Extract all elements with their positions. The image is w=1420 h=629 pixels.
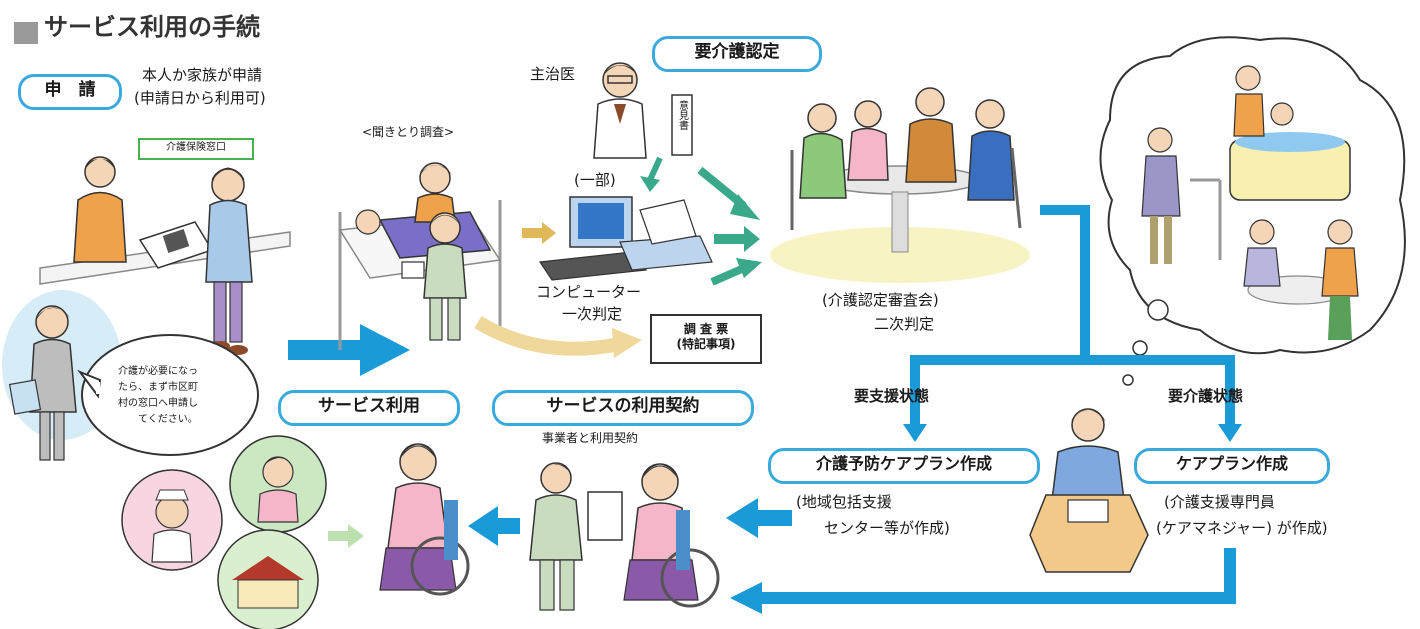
gold-arrows	[474, 222, 642, 358]
return-arrow	[730, 548, 1236, 614]
interview-bed-illustration	[338, 162, 502, 350]
application-note-line2: (申請日から利用可)	[134, 89, 266, 107]
arrow-to-service-use	[468, 506, 520, 546]
speech-line-1: 介護が必要になっ	[118, 366, 198, 377]
survey-form-line2: (特記事項)	[676, 337, 736, 351]
speech-line-2: たら、まず市区町	[118, 382, 198, 393]
care-manager-illustration	[1029, 408, 1149, 573]
opinion-doc-label: 意見書	[676, 100, 688, 130]
arrow-to-care-plan	[1218, 424, 1242, 442]
care-note-line2: (ケアマネジャー) が作成)	[1156, 519, 1328, 537]
arrow-to-contract	[726, 498, 792, 538]
step-application-label: 申 請	[18, 74, 122, 110]
application-counter-illustration	[39, 156, 291, 355]
arrow-to-interview	[288, 324, 410, 376]
contract-sub-label: 事業者と利用契約	[542, 431, 639, 445]
contract-label: サービスの利用契約	[492, 390, 754, 426]
committee-illustration	[770, 87, 1030, 283]
green-arrow-doctor-to-computer	[640, 156, 663, 192]
committee-label-line1: (介護認定審査会)	[822, 291, 939, 309]
prevention-note-line2: センター等が作成)	[824, 519, 950, 537]
care-plan-label: ケアプラン作成	[1134, 448, 1330, 484]
page-title: サービス利用の手続	[44, 13, 260, 41]
speech-line-3: 村の窓口へ申請し	[118, 398, 198, 409]
speech-bubble-shape	[81, 334, 259, 456]
service-thought-bubble	[1099, 36, 1406, 386]
computer-illustration	[538, 196, 713, 281]
computer-label-line2: 一次判定	[562, 305, 623, 323]
arrow-services-to-user	[328, 524, 364, 548]
partial-label: (一部)	[574, 171, 616, 189]
prevention-note-line1: (地域包括支援	[796, 493, 892, 511]
application-note-line1: 本人か家族が申請	[142, 66, 263, 84]
care-state-label: 要介護状態	[1168, 387, 1244, 405]
committee-label-line2: 二次判定	[874, 315, 935, 333]
counter-sign: 介護保険窓口	[138, 138, 254, 160]
interview-label: <聞きとり調査>	[362, 125, 455, 139]
title-marker-square	[14, 22, 38, 44]
branch-lines	[910, 205, 1235, 425]
service-use-illustration	[121, 435, 470, 629]
green-arrows-to-committee	[697, 166, 762, 286]
computer-label-line1: コンピューター	[536, 283, 642, 301]
doctor-label: 主治医	[530, 65, 576, 83]
support-state-label: 要支援状態	[854, 387, 930, 405]
step-certification-label: 要介護認定	[652, 36, 822, 72]
speech-line-4: てください。	[138, 414, 198, 425]
contract-illustration	[529, 462, 720, 611]
prevention-plan-label: 介護予防ケアプラン作成	[768, 448, 1040, 484]
service-use-label: サービス利用	[278, 390, 460, 426]
arrow-to-prevention-plan	[903, 424, 927, 442]
care-note-line1: (介護支援専門員	[1164, 493, 1275, 511]
survey-form-box: 調 査 票 (特記事項)	[650, 314, 762, 364]
doctor-illustration	[593, 62, 693, 159]
staff-woman-illustration	[2, 290, 122, 461]
survey-form-line1: 調 査 票	[683, 322, 729, 336]
